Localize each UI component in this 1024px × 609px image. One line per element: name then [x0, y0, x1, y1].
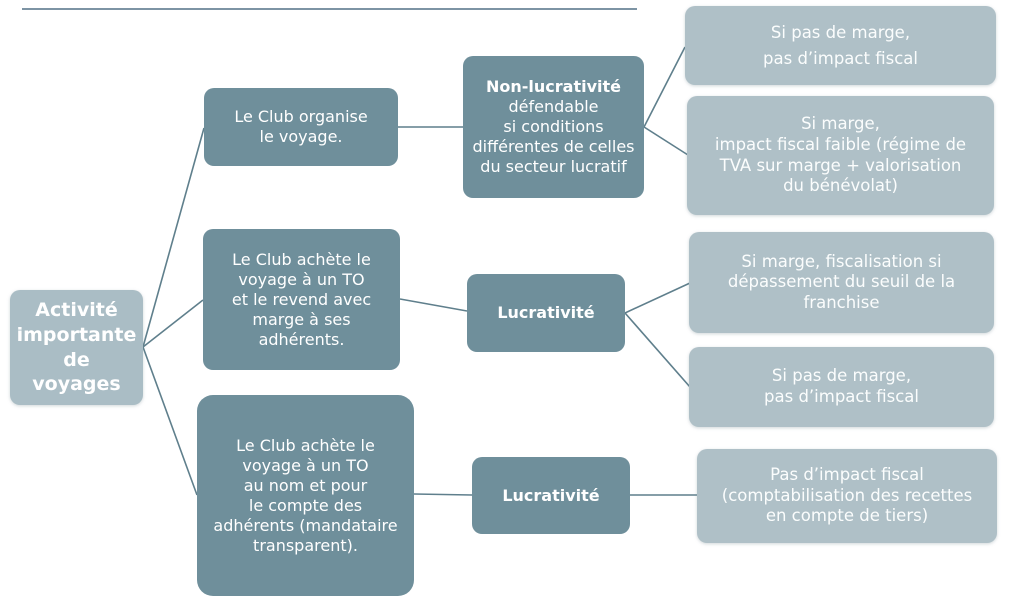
qualification-title: Lucrativité	[502, 485, 600, 505]
case-node-mandate: Le Club achète le voyage à un TO au nom …	[197, 395, 414, 596]
outcome-node: Si marge, fiscalisation si dépassement d…	[689, 232, 994, 333]
case-line: adhérents.	[258, 329, 345, 349]
root-node: Activité importante de voyages	[10, 290, 143, 405]
connector-root-branch1	[142, 127, 205, 348]
outcome-line: TVA sur marge + valorisation	[719, 155, 962, 175]
outcome-line: Si marge, fiscalisation si	[741, 251, 942, 271]
case-line: le voyage.	[259, 127, 343, 146]
connector-qual1-out2	[643, 126, 689, 156]
case-line: voyage à un TO	[238, 269, 365, 289]
qualification-node-non-lucrative: Non-lucrativité défendable si conditions…	[463, 56, 644, 198]
qualification-node-lucrative: Lucrativité	[467, 274, 625, 352]
outcome-line: Si pas de marge,	[771, 366, 912, 386]
qualification-title: Lucrativité	[497, 303, 595, 322]
case-line: transparent).	[253, 535, 358, 555]
outcome-line: pas d’impact fiscal	[763, 48, 918, 68]
outcome-line: (comptabilisation des recettes	[721, 485, 973, 505]
outcome-node: Si pas de marge, pas d’impact fiscal	[689, 347, 994, 427]
case-line: marge à ses	[252, 309, 351, 329]
root-line: importante	[16, 323, 137, 346]
header-rule	[22, 8, 637, 10]
case-line: et le revend avec	[231, 289, 372, 309]
case-line: adhérents (mandataire	[213, 515, 398, 535]
case-line: le compte des	[248, 495, 363, 515]
qualification-line: différentes de celles	[472, 137, 635, 156]
case-line: Le Club achète le	[236, 435, 375, 455]
outcome-line: Pas d’impact fiscal	[770, 465, 924, 485]
qualification-line: du secteur lucratif	[480, 157, 627, 176]
outcome-node: Si pas de marge, pas d’impact fiscal	[685, 6, 996, 85]
outcome-node: Si marge, impact fiscal faible (régime d…	[687, 96, 994, 215]
case-line: voyage à un TO	[242, 455, 369, 475]
case-node-organise: Le Club organise le voyage.	[204, 88, 398, 166]
outcome-line: dépassement du seuil de la	[727, 272, 956, 292]
connector-branch2-qual	[399, 298, 468, 312]
connector-qual1-out1	[643, 46, 686, 128]
case-line: au nom et pour	[243, 475, 368, 495]
outcome-line: impact fiscal faible (régime de	[714, 134, 967, 154]
connector-branch3-qual	[413, 493, 473, 496]
root-line: de	[63, 348, 90, 371]
connector-qual2-out2	[624, 312, 691, 388]
outcome-line: Si marge,	[801, 114, 880, 134]
case-line: Le Club organise	[234, 107, 368, 126]
case-line: Le Club achète le	[232, 249, 371, 269]
outcome-line: Si pas de marge,	[770, 22, 911, 42]
outcome-line: en compte de tiers)	[765, 506, 929, 526]
qualification-line: défendable	[508, 97, 599, 116]
connector-root-branch2	[142, 299, 204, 348]
connector-root-branch3	[142, 346, 198, 496]
outcome-node: Pas d’impact fiscal (comptabilisation de…	[697, 449, 997, 543]
outcome-line: du bénévolat)	[783, 176, 898, 196]
outcome-line: franchise	[803, 292, 880, 312]
root-line: voyages	[32, 373, 121, 396]
case-node-resale: Le Club achète le voyage à un TO et le r…	[203, 229, 400, 370]
qualification-title: Non-lucrativité	[485, 77, 621, 96]
connector-qual2-out1	[624, 282, 691, 314]
root-line: Activité	[35, 299, 118, 322]
qualification-node-lucrative: Lucrativité	[472, 457, 630, 534]
outcome-line: pas d’impact fiscal	[764, 387, 919, 406]
qualification-line: si conditions	[503, 117, 604, 136]
